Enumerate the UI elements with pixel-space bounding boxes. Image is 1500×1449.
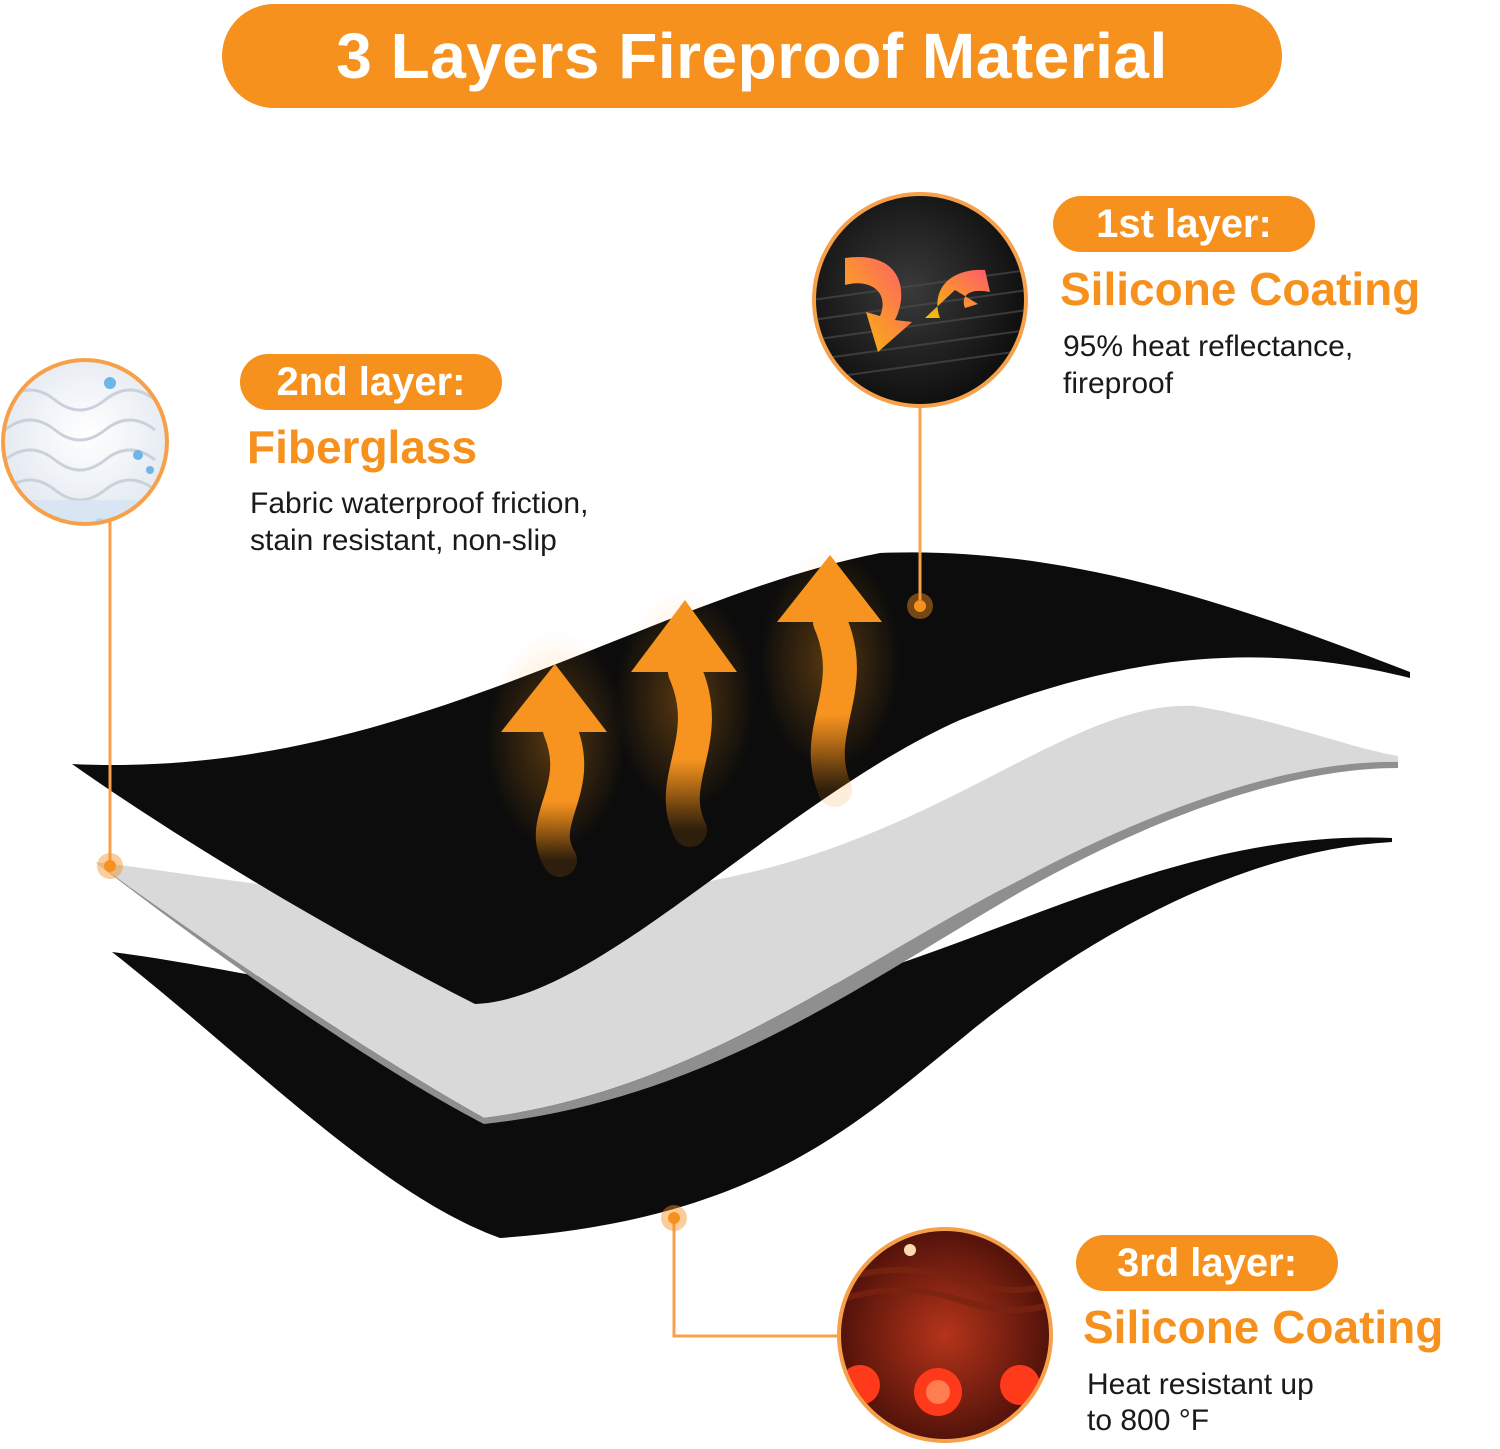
layer-2-badge: 2nd layer: bbox=[240, 354, 502, 410]
middle-fiberglass-layer bbox=[95, 705, 1398, 1118]
layer-1-desc-line2: fireproof bbox=[1063, 367, 1174, 400]
silicone-fabric-thumbnail bbox=[812, 192, 1028, 408]
page-title: 3 Layers Fireproof Material bbox=[222, 4, 1282, 108]
layer-3-desc-line1: Heat resistant up bbox=[1087, 1368, 1314, 1401]
layer-1-desc-line1: 95% heat reflectance, bbox=[1063, 330, 1354, 363]
layer-1-badge: 1st layer: bbox=[1053, 196, 1315, 252]
heat-arrow-icon bbox=[486, 630, 626, 877]
callout-dot-3 bbox=[661, 1205, 687, 1231]
layer-3-desc-line2: to 800 °F bbox=[1087, 1404, 1210, 1437]
fiberglass-thumbnail bbox=[1, 358, 169, 526]
layer-1-name: Silicone Coating bbox=[1060, 263, 1421, 315]
layer-2-desc-line1: Fabric waterproof friction, bbox=[250, 487, 589, 520]
heat-arrow-icon bbox=[615, 590, 755, 847]
layer-2-name: Fiberglass bbox=[247, 421, 478, 473]
layer-2-desc-line2: stain resistant, non-slip bbox=[250, 524, 557, 557]
heated-fibers-thumbnail bbox=[837, 1227, 1053, 1443]
callout-dot-2 bbox=[97, 853, 123, 879]
heat-arrow-icon bbox=[760, 550, 900, 807]
callout-dot-1 bbox=[907, 593, 933, 619]
layer-3-name: Silicone Coating bbox=[1083, 1301, 1444, 1353]
top-silicone-layer bbox=[72, 552, 1410, 1004]
layer-3-badge: 3rd layer: bbox=[1076, 1235, 1338, 1291]
